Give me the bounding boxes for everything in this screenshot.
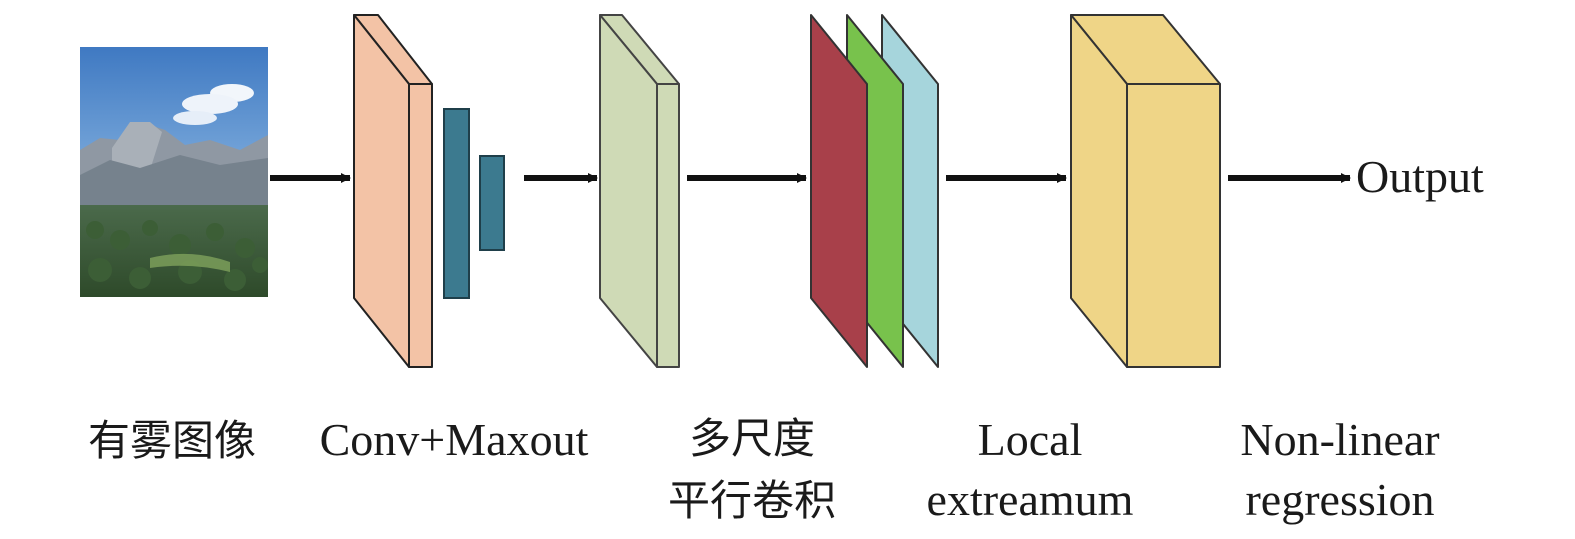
caption-local-extremum-line1: Local bbox=[978, 414, 1083, 465]
caption-hazy-image: 有雾图像 bbox=[88, 416, 256, 465]
output-label: Output bbox=[1356, 151, 1484, 202]
maxout-bars bbox=[443, 108, 505, 299]
cloud-shapes bbox=[173, 84, 254, 125]
maxout-bar-large bbox=[443, 108, 470, 299]
conv-block-front bbox=[408, 83, 433, 368]
stage-captions: 有雾图像 Conv+Maxout 多尺度 平行卷积 Local extreamu… bbox=[88, 414, 1440, 525]
regression-cube-front bbox=[1126, 83, 1221, 368]
feature-map-red bbox=[810, 14, 868, 368]
multiscale-block bbox=[599, 14, 680, 368]
caption-conv-maxout: Conv+Maxout bbox=[320, 414, 589, 465]
caption-multiscale-line1: 多尺度 bbox=[689, 414, 815, 463]
mountain-shapes bbox=[80, 122, 268, 215]
conv-block bbox=[353, 14, 433, 368]
caption-multiscale-line2: 平行卷积 bbox=[668, 476, 836, 525]
caption-local-extremum-line2: extreamum bbox=[927, 474, 1134, 525]
multiscale-block-front bbox=[656, 83, 680, 368]
parallel-feature-maps bbox=[810, 14, 939, 368]
maxout-bar-small bbox=[479, 155, 505, 251]
caption-nonlinear-line1: Non-linear bbox=[1240, 414, 1439, 465]
caption-nonlinear-line2: regression bbox=[1245, 474, 1434, 525]
regression-cube bbox=[1070, 14, 1221, 368]
hazy-input-image bbox=[80, 47, 268, 297]
